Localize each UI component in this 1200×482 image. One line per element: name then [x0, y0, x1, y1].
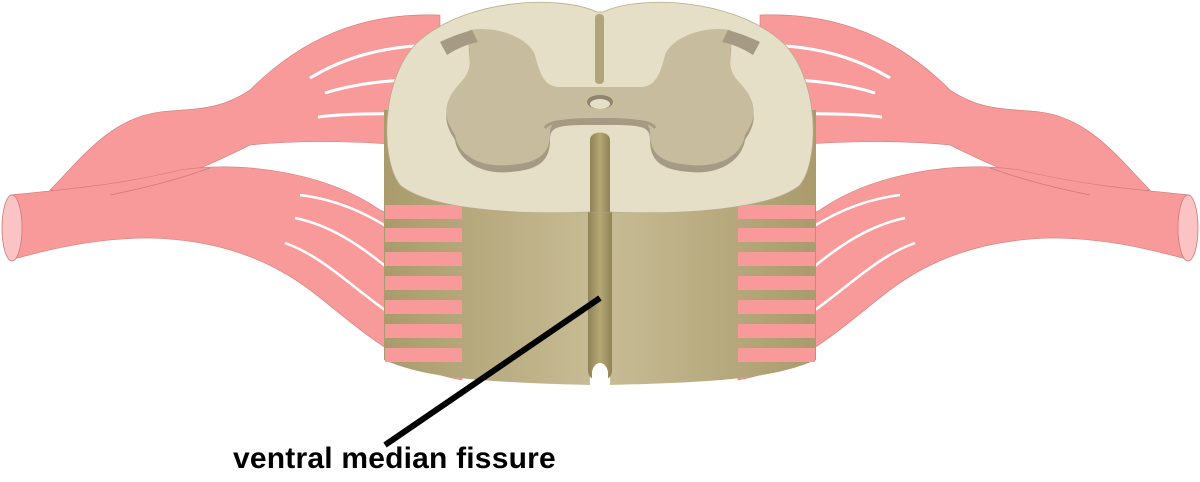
spinal-cord-cross-section — [386, 1, 814, 214]
dorsal-median-sulcus — [595, 14, 604, 84]
label-leader-line — [383, 295, 602, 448]
label-ventral-median-fissure: ventral median fissure — [233, 442, 556, 475]
right-nerve-cut-end — [1177, 194, 1199, 262]
left-nerve-cut-end — [1, 194, 23, 262]
